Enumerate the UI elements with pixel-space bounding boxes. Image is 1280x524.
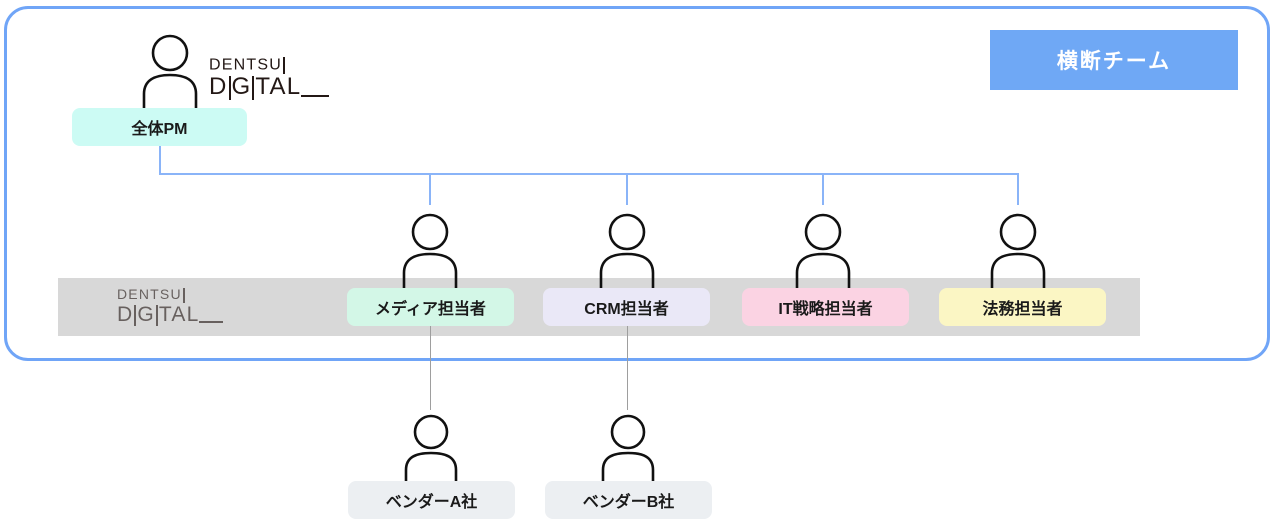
person-icon-media — [395, 211, 465, 291]
node-it-strategy-owner-label: IT戦略担当者 — [778, 301, 873, 318]
node-vendor-b[interactable]: ベンダーB社 — [545, 481, 712, 519]
dentsu-digital-logo-band-line1: DENTSU — [117, 287, 223, 303]
node-media-owner[interactable]: メディア担当者 — [347, 288, 514, 326]
node-legal-owner[interactable]: 法務担当者 — [939, 288, 1106, 326]
connector-drop-legal — [1017, 173, 1019, 205]
cross-functional-team-badge-label: 横断チーム — [1056, 50, 1172, 73]
person-icon-vendor-a — [396, 412, 466, 484]
connector-drop-media — [429, 173, 431, 205]
node-vendor-b-label: ベンダーB社 — [582, 494, 675, 511]
person-icon-it-strategy — [788, 211, 858, 291]
connector-drop-it — [822, 173, 824, 205]
person-icon-legal — [983, 211, 1053, 291]
node-legal-owner-label: 法務担当者 — [982, 301, 1063, 318]
connector-crm-to-vendor-b — [627, 326, 628, 410]
node-media-owner-label: メディア担当者 — [375, 301, 486, 318]
person-icon-crm — [592, 211, 662, 291]
node-it-strategy-owner[interactable]: IT戦略担当者 — [742, 288, 909, 326]
person-icon-vendor-b — [593, 412, 663, 484]
node-crm-owner-label: CRM担当者 — [584, 301, 669, 318]
connector-media-to-vendor-a — [430, 326, 431, 410]
cross-functional-team-badge: 横断チーム — [990, 30, 1238, 90]
dentsu-digital-logo-line1: DENTSU — [209, 57, 329, 74]
person-icon-overall-pm — [135, 32, 205, 112]
connector-pm-down — [159, 146, 161, 175]
node-vendor-a[interactable]: ベンダーA社 — [348, 481, 515, 519]
node-vendor-a-label: ベンダーA社 — [385, 494, 478, 511]
connector-drop-crm — [626, 173, 628, 205]
node-crm-owner[interactable]: CRM担当者 — [543, 288, 710, 326]
node-overall-pm[interactable]: 全体PM — [72, 108, 247, 146]
node-overall-pm-label: 全体PM — [131, 121, 188, 138]
connector-horizontal-bus — [159, 173, 1019, 175]
